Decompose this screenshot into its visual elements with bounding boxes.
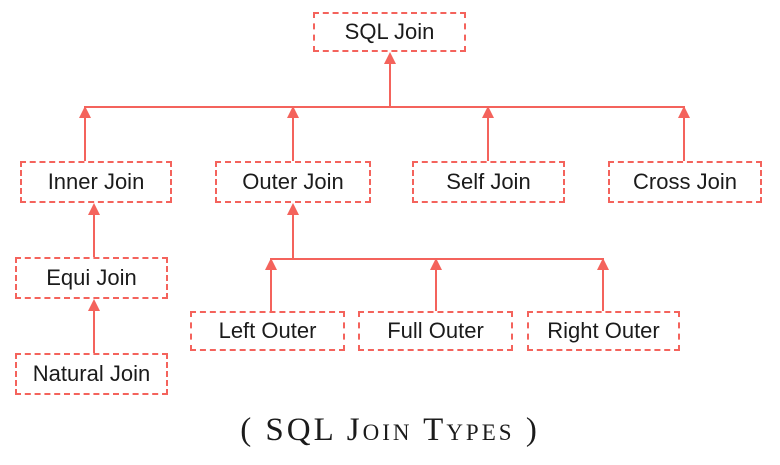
arrow-up-icon <box>88 299 100 311</box>
connector-bar-level1 <box>84 106 685 108</box>
node-sql-join: SQL Join <box>313 12 466 52</box>
arrow-up-icon <box>482 106 494 118</box>
connector-natural-join-to-equi-join <box>93 308 95 353</box>
connector-left-outer-to-subbar <box>270 267 272 311</box>
arrow-up-icon <box>597 258 609 270</box>
node-right-outer: Right Outer <box>527 311 680 351</box>
connector-self-join-to-bar <box>487 115 489 161</box>
connector-outer-join-to-bar <box>292 115 294 161</box>
node-self-join: Self Join <box>412 161 565 203</box>
node-left-outer: Left Outer <box>190 311 345 351</box>
connector-full-outer-to-subbar <box>435 267 437 311</box>
node-cross-join: Cross Join <box>608 161 762 203</box>
connector-right-outer-to-subbar <box>602 267 604 311</box>
arrow-up-icon <box>287 203 299 215</box>
arrow-up-icon <box>287 106 299 118</box>
node-inner-join: Inner Join <box>20 161 172 203</box>
node-equi-join: Equi Join <box>15 257 168 299</box>
node-natural-join: Natural Join <box>15 353 168 395</box>
arrow-up-icon <box>88 203 100 215</box>
node-full-outer: Full Outer <box>358 311 513 351</box>
connector-subbar-to-outer-join <box>292 212 294 258</box>
diagram-caption: ( SQL Join Types ) <box>240 412 540 448</box>
arrow-up-icon <box>384 52 396 64</box>
connector-bar-to-sql-join <box>389 60 391 106</box>
arrow-up-icon <box>430 258 442 270</box>
arrow-up-icon <box>678 106 690 118</box>
arrow-up-icon <box>265 258 277 270</box>
arrow-up-icon <box>79 106 91 118</box>
connector-inner-join-to-bar <box>84 115 86 161</box>
node-outer-join: Outer Join <box>215 161 371 203</box>
connector-cross-join-to-bar <box>683 115 685 161</box>
connector-equi-join-to-inner-join <box>93 212 95 257</box>
